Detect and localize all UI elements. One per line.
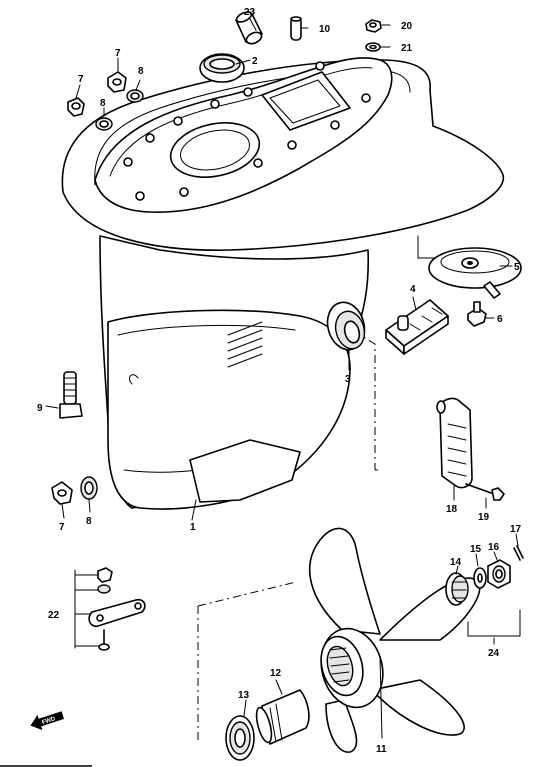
part-12-spacer bbox=[255, 689, 310, 745]
forward-badge-text: FWD bbox=[41, 716, 56, 726]
callout-18: 18 bbox=[446, 504, 458, 515]
callout-5: 5 bbox=[514, 262, 520, 273]
gear-case-housing bbox=[61, 57, 505, 510]
callout-16: 16 bbox=[488, 542, 500, 553]
callout-4: 4 bbox=[410, 284, 416, 295]
callout-17: 17 bbox=[510, 524, 522, 535]
part-4-anode bbox=[385, 299, 449, 355]
callout-21: 21 bbox=[401, 43, 413, 54]
part-23-bearing bbox=[235, 11, 263, 45]
intake-slots bbox=[227, 321, 263, 368]
part-10-dowel-pin bbox=[290, 16, 302, 41]
part-3-oil-seal bbox=[326, 301, 366, 351]
callout-23: 23 bbox=[244, 7, 256, 18]
part-17-cotter-pin bbox=[513, 545, 524, 561]
callout-labels: 23 2 10 20 21 7 7 8 8 5 4 6 3 9 7 8 1 18… bbox=[37, 7, 522, 755]
callout-2: 2 bbox=[252, 56, 258, 67]
part-7-nut-upper-a bbox=[67, 97, 85, 117]
part-9-bolt bbox=[59, 371, 83, 419]
callout-11: 11 bbox=[376, 744, 387, 755]
leader-lines bbox=[45, 18, 519, 739]
part-15-washer bbox=[473, 567, 487, 589]
part-18-anode-bar bbox=[436, 397, 473, 489]
part-5-trim-tab-plate bbox=[428, 247, 522, 299]
callout-3: 3 bbox=[345, 374, 351, 385]
forward-arrow-badge: FWD bbox=[30, 711, 65, 731]
part-6-bolt bbox=[467, 301, 487, 327]
callout-10: 10 bbox=[319, 24, 331, 35]
callout-19: 19 bbox=[478, 512, 490, 523]
part-8-washer-upper-b bbox=[126, 89, 144, 103]
callout-8-upper-a: 8 bbox=[100, 98, 106, 109]
callout-20: 20 bbox=[401, 21, 413, 32]
callout-8-upper-b: 8 bbox=[138, 66, 144, 77]
part-2-bearing bbox=[199, 53, 245, 83]
part-16-nut bbox=[487, 559, 511, 589]
callout-13: 13 bbox=[238, 690, 250, 701]
callout-8-lower: 8 bbox=[86, 516, 92, 527]
part-21-washer bbox=[365, 42, 381, 52]
callout-7-upper-a: 7 bbox=[78, 74, 84, 85]
part-19-screw bbox=[465, 483, 505, 501]
flange-bolt-holes bbox=[123, 61, 371, 201]
callout-7-lower: 7 bbox=[59, 522, 65, 533]
part-7-nut-lower bbox=[51, 481, 73, 505]
part-13-thrust-hub bbox=[225, 715, 255, 761]
part-8-washer-upper-a bbox=[95, 117, 113, 131]
part-8-washer-lower bbox=[80, 476, 98, 500]
part-22-retainer-set bbox=[74, 567, 146, 651]
callout-7-upper-b: 7 bbox=[115, 48, 121, 59]
callout-22: 22 bbox=[48, 610, 60, 621]
callout-6: 6 bbox=[497, 314, 503, 325]
callout-15: 15 bbox=[470, 544, 482, 555]
part-20-nut bbox=[365, 19, 382, 33]
callout-9: 9 bbox=[37, 403, 43, 414]
callout-14: 14 bbox=[450, 557, 462, 568]
callout-12: 12 bbox=[270, 668, 282, 679]
part-14-spacer bbox=[445, 572, 469, 606]
callout-24: 24 bbox=[488, 648, 500, 659]
callout-1: 1 bbox=[190, 522, 196, 533]
part-7-nut-upper-b bbox=[107, 71, 127, 93]
